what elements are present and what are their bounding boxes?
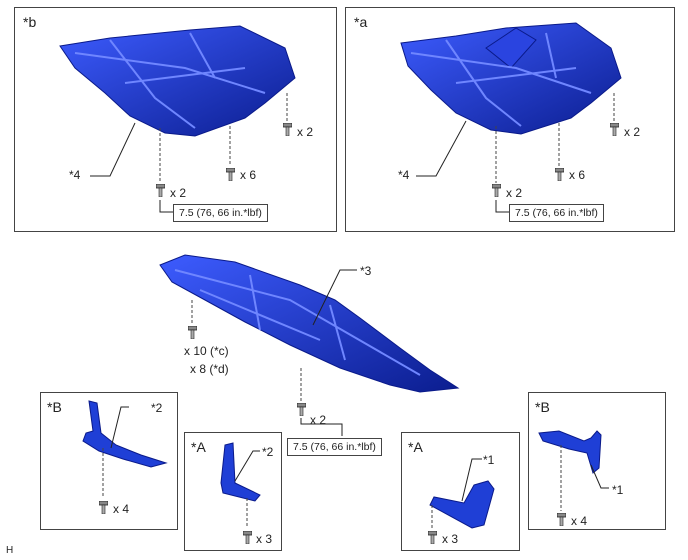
bolt-icon: [555, 168, 564, 181]
bracket-illustration: [82, 400, 168, 498]
panel-tag: *B: [47, 399, 62, 415]
panel-b: *b *4 x 2 x 6 x 2 7.5 (76, 66 in.*lbf): [14, 7, 337, 232]
panel-tag: *A: [408, 439, 423, 455]
bolt-icon: [428, 531, 437, 544]
under-cover-a-illustration: [400, 22, 622, 213]
corner-mark: H: [6, 545, 14, 556]
panel-a-right: *A *1 x 3: [401, 432, 520, 551]
bolt-quantity: x 6: [569, 168, 586, 182]
bolt-icon: [610, 123, 619, 136]
bolt-icon: [283, 123, 292, 136]
bolt-icon: [188, 326, 197, 339]
bolt-icon: [557, 513, 566, 526]
bracket-illustration: [429, 458, 495, 529]
bolt-quantity: x 4: [571, 514, 588, 528]
panel-tag: *B: [535, 399, 550, 415]
bolt-quantity: x 3: [442, 532, 459, 546]
bolt-quantity: x 2: [297, 125, 314, 139]
bracket-illustration: [220, 442, 261, 528]
bolt-quantity: x 2: [624, 125, 641, 139]
callout-label: *3: [360, 264, 372, 278]
bolt-icon: [99, 501, 108, 514]
torque-spec: 7.5 (76, 66 in.*lbf): [173, 204, 268, 222]
panel-b-right: *B *1 x 4: [528, 392, 666, 530]
panel-b-left: *B *2 x 4: [40, 392, 178, 530]
callout-label: *1: [612, 483, 624, 497]
bolt-icon: [297, 403, 306, 416]
callout-label: *4: [69, 168, 81, 182]
torque-spec: 7.5 (76, 66 in.*lbf): [287, 438, 382, 456]
bolt-quantity: x 2: [170, 186, 187, 200]
callout-label: *2: [151, 401, 163, 415]
under-cover-b-illustration: [59, 25, 296, 213]
bracket-illustration: [538, 430, 609, 511]
bolt-quantity: x 8 (*d): [190, 362, 229, 376]
bolt-quantity: x 3: [256, 532, 273, 546]
bolt-quantity: x 4: [113, 502, 130, 516]
panel-a: *a *4 x 2 x 6 x 2 7.5 (76, 66 in.*lbf): [345, 7, 675, 232]
bolt-quantity: x 2: [506, 186, 523, 200]
panel-a-left: *A *2 x 3: [184, 432, 282, 551]
panel-tag: *A: [191, 439, 206, 455]
bolt-icon: [156, 184, 165, 197]
torque-spec: 7.5 (76, 66 in.*lbf): [509, 204, 604, 222]
bolt-quantity: x 6: [240, 168, 257, 182]
bolt-icon: [243, 531, 252, 544]
panel-tag: *a: [354, 14, 368, 30]
callout-label: *4: [398, 168, 410, 182]
bolt-quantity: x 2: [310, 413, 327, 427]
bolt-quantity: x 10 (*c): [184, 344, 229, 358]
panel-tag: *b: [23, 14, 37, 30]
callout-label: *1: [483, 453, 495, 467]
bolt-icon: [492, 184, 501, 197]
bolt-icon: [226, 168, 235, 181]
callout-label: *2: [262, 445, 274, 459]
